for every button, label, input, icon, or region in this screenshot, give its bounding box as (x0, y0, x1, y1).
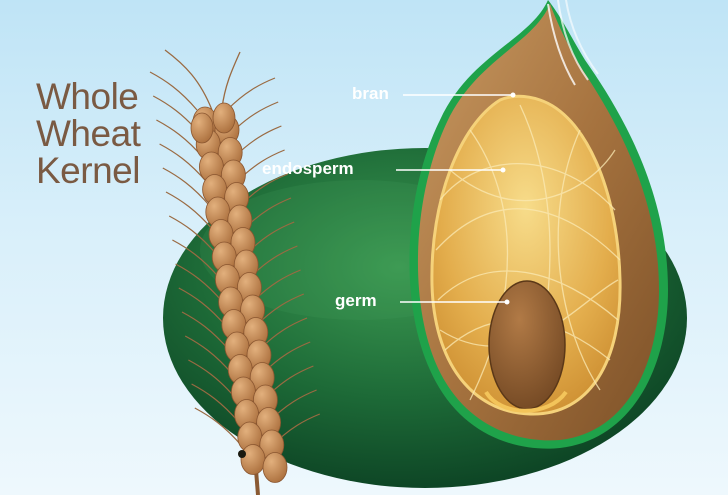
wheat-awn (149, 71, 198, 111)
wheat-stalk (149, 49, 321, 495)
wheat-grain (262, 452, 288, 483)
wheat-awn (165, 191, 214, 231)
wheat-awn (168, 215, 217, 255)
title-line-3: Kernel (36, 150, 140, 191)
germ-label: germ (335, 291, 377, 310)
title-line-1: Whole (36, 76, 139, 117)
wheat-awn (175, 263, 224, 303)
wheat-awn (194, 407, 243, 447)
germ-callout-dot (504, 299, 510, 305)
wheat-awn (178, 287, 227, 327)
germ-region (488, 280, 566, 410)
callout-lines (396, 94, 513, 303)
wheat-awn (226, 77, 276, 111)
wheat-awn (221, 51, 241, 109)
bran-label: bran (352, 84, 389, 103)
wheat-awn (172, 239, 220, 279)
wheat-awn (164, 49, 213, 111)
wheat-awn (162, 167, 211, 207)
wheat-grain (212, 102, 236, 134)
diagram-title: Whole Wheat Kernel (36, 76, 141, 191)
wheat-seed-dot (238, 450, 246, 458)
bran-callout-dot (510, 92, 516, 98)
kernel-cross-section (409, 0, 668, 449)
wheat-grain (240, 444, 266, 475)
title-line-2: Wheat (36, 113, 141, 154)
wheat-grain (190, 112, 214, 144)
endosperm-callout-dot (500, 167, 506, 173)
endosperm-label: endosperm (262, 159, 354, 178)
